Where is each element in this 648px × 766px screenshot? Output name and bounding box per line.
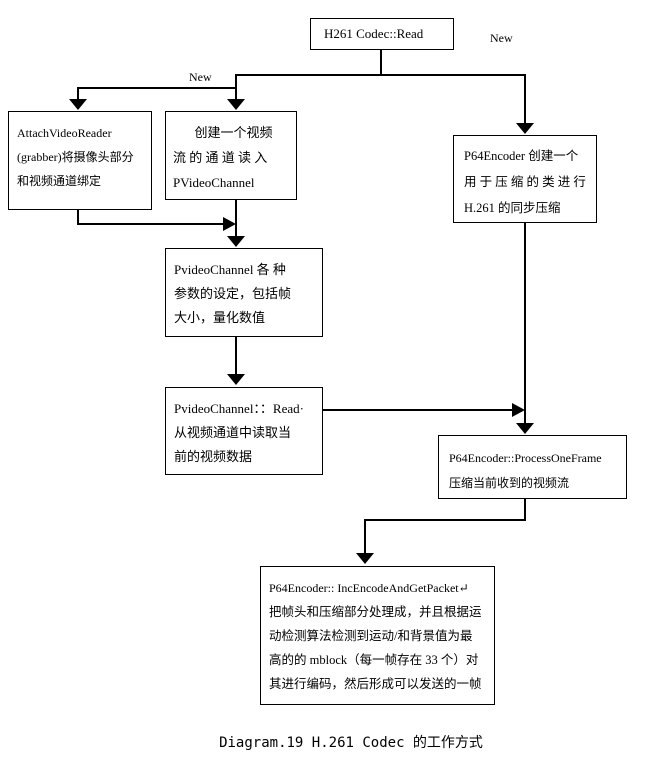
node-text-line: 从视频通道中读取当	[174, 425, 292, 440]
node-text-line: 其进行编码，然后形成可以发送的一帧	[269, 677, 482, 691]
node-text-line: 把帧头和压缩部分处理成，并且根据运	[269, 605, 482, 619]
node-text-line: PvideoChannel：：Read·	[174, 401, 304, 416]
connector-attach-out-down	[77, 210, 79, 225]
node-text-line: 创建一个视频	[194, 125, 273, 140]
node-inc-encode-get-packet: P64Encoder:: IncEncodeAndGetPacket↵ 把帧头和…	[260, 566, 495, 705]
node-process-one-frame: P64Encoder::ProcessOneFrame 压缩当前收到的视频流	[438, 435, 627, 499]
connector-create-to-params	[235, 200, 237, 237]
arrowhead-into-read	[227, 374, 245, 385]
node-text-line: (grabber)将摄像头部分	[17, 150, 134, 164]
connector-p64-to-process	[524, 223, 526, 424]
arrowhead-into-p64	[516, 123, 534, 134]
connector-process-out-down	[524, 499, 526, 521]
connector-branch-left	[78, 87, 236, 89]
connector-read-out-right	[323, 409, 512, 411]
arrowhead-into-process	[516, 423, 534, 434]
node-pvideochannel-params: PvideoChannel 各 种 参数的设定，包括帧 大小，量化数值	[165, 248, 323, 337]
node-text-line: 压缩当前收到的视频流	[449, 476, 570, 490]
connector-to-attach	[77, 87, 79, 100]
connector-process-out-left	[364, 519, 526, 521]
node-text-line: P64Encoder 创建一个	[464, 149, 579, 163]
node-text-line: H261 Codec::Read	[324, 26, 424, 41]
label-new-right: New	[490, 31, 513, 45]
node-text-line: 大小，量化数值	[174, 310, 266, 325]
arrowhead-into-packet	[356, 553, 374, 564]
connector-to-packet	[364, 519, 366, 554]
node-create-video-channel: 创建一个视频 流 的 通 道 读 入 PVideoChannel	[165, 111, 297, 200]
arrowhead-into-create	[227, 99, 245, 110]
node-text-line: 用 于 压 缩 的 类 进 行	[464, 175, 586, 189]
node-text-line: H.261 的同步压缩	[464, 201, 561, 215]
node-pvideochannel-read: PvideoChannel：：Read· 从视频通道中读取当 前的视频数据	[165, 387, 323, 475]
arrowhead-attach-join	[223, 217, 236, 231]
connector-attach-out-right	[78, 223, 223, 225]
connector-to-create	[235, 74, 237, 100]
arrowhead-read-join	[512, 403, 525, 417]
arrowhead-into-params	[227, 236, 245, 247]
arrowhead-into-attach	[69, 99, 87, 110]
node-text-line: P64Encoder::ProcessOneFrame	[449, 451, 602, 465]
node-text-line: 前的视频数据	[174, 449, 253, 464]
node-attach-video-reader: AttachVideoReader (grabber)将摄像头部分 和视频通道绑…	[8, 111, 152, 210]
node-p64encoder-create: P64Encoder 创建一个 用 于 压 缩 的 类 进 行 H.261 的同…	[453, 135, 597, 223]
node-text-line: P64Encoder:: IncEncodeAndGetPacket↵	[269, 581, 469, 595]
node-text-line: 参数的设定，包括帧	[174, 286, 292, 301]
node-text-line: PVideoChannel	[173, 175, 255, 190]
node-text-line: 和视频通道绑定	[17, 174, 102, 188]
connector-params-to-read	[235, 337, 237, 375]
node-text-line: PvideoChannel 各 种	[174, 262, 286, 277]
connector-top-box-down	[380, 50, 382, 75]
connector-to-p64	[524, 74, 526, 124]
connector-main-horizontal	[236, 74, 526, 76]
diagram-caption: Diagram.19 H.261 Codec 的工作方式	[219, 735, 483, 751]
node-h261-codec-read: H261 Codec::Read	[310, 18, 454, 50]
node-text-line: 高的的 mblock（每一帧存在 33 个）对	[269, 653, 479, 667]
node-text-line: 流 的 通 道 读 入	[173, 150, 268, 165]
node-text-line: 动检测算法检测到运动/和背景值为最	[269, 629, 473, 643]
node-text-line: AttachVideoReader	[17, 126, 112, 140]
label-new-left: New	[189, 70, 212, 84]
